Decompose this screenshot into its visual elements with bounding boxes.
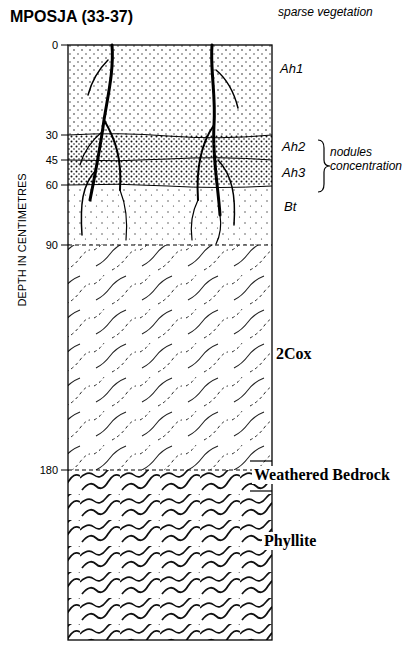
horizon-label: Weathered Bedrock <box>252 466 392 484</box>
vegetation-note: sparse vegetation <box>278 6 373 20</box>
depth-number: 30 <box>46 129 58 142</box>
depth-number: 45 <box>46 154 58 167</box>
horizon-label: Ah2 <box>282 140 305 155</box>
horizon-label: Ah1 <box>280 62 303 77</box>
depth-number: 60 <box>46 179 58 192</box>
horizon-label: Phyllite <box>262 532 318 550</box>
depth-number: 0 <box>52 39 58 52</box>
nodules-note: nodules concentration <box>330 146 414 174</box>
depth-number: 90 <box>46 239 58 252</box>
horizon-label: Bt <box>284 200 296 215</box>
horizon-label: 2Cox <box>276 345 312 363</box>
depth-number: 180 <box>40 464 58 477</box>
horizon-label: Ah3 <box>282 166 305 181</box>
axis-title: DEPTH IN CENTIMETRES <box>16 173 29 306</box>
profile-title: MPOSJA (33-37) <box>10 8 133 26</box>
